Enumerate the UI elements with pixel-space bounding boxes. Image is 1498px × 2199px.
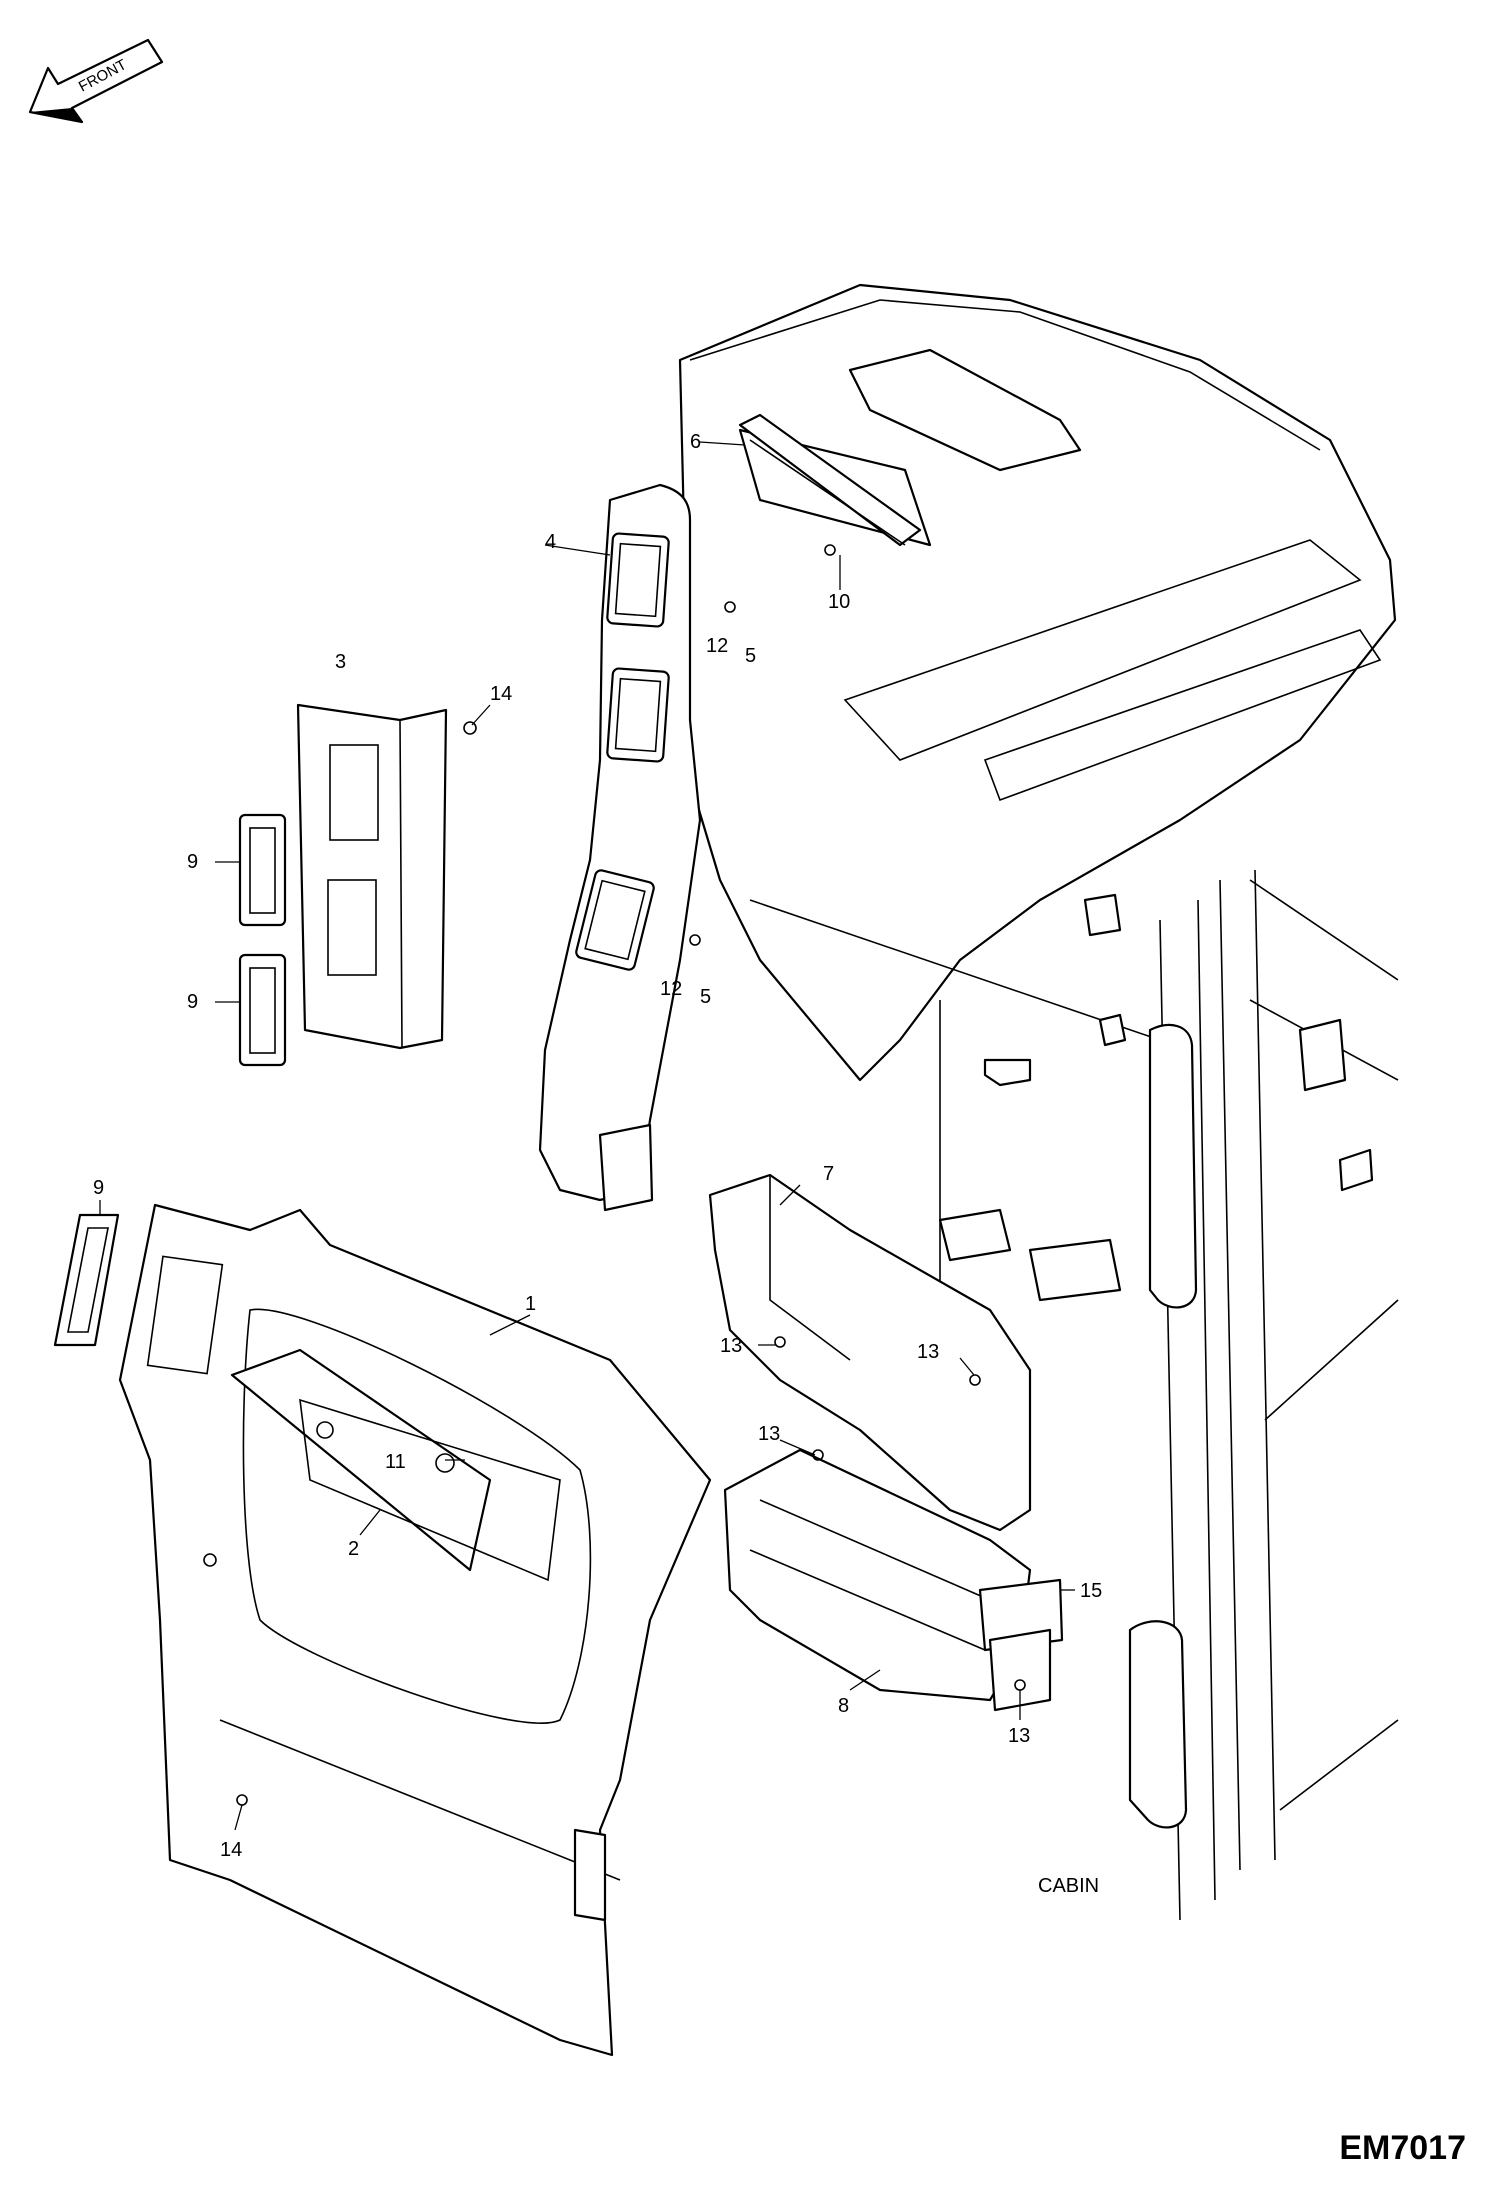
callout-9a: 9 [187, 851, 198, 873]
callout-12a: 12 [706, 635, 728, 657]
callout-4: 4 [545, 531, 556, 553]
callout-14a: 14 [490, 683, 512, 705]
callout-2: 2 [348, 1538, 359, 1560]
callout-13c: 13 [758, 1423, 780, 1445]
part-9-vents [53, 813, 287, 1347]
cabin-label: CABIN [1038, 1875, 1099, 1897]
callout-11: 11 [385, 1451, 406, 1473]
part-4-duct [538, 483, 702, 1212]
callout-labels: 1 2 3 4 5 5 6 7 8 9 9 9 10 11 12 12 13 1… [93, 431, 1102, 1897]
part-6-bracket [738, 413, 922, 547]
callout-15: 15 [1080, 1580, 1102, 1602]
part-3-panel [296, 703, 448, 1050]
part-7-duct [708, 1173, 1032, 1532]
callout-9b: 9 [187, 991, 198, 1013]
callout-13d: 13 [1008, 1725, 1030, 1747]
callout-8: 8 [838, 1695, 849, 1717]
front-arrow-icon: FRONT [28, 38, 164, 124]
drawing-code: EM7017 [1339, 2129, 1466, 2167]
callout-1: 1 [525, 1293, 536, 1315]
callout-10: 10 [828, 591, 850, 613]
part-8-heater [723, 1448, 1064, 1712]
callout-13a: 13 [720, 1335, 742, 1357]
callout-3: 3 [335, 651, 346, 673]
callout-5a: 5 [745, 645, 756, 667]
callout-6: 6 [690, 431, 701, 453]
callout-9c: 9 [93, 1177, 104, 1199]
callout-13b: 13 [917, 1341, 939, 1363]
callout-14b: 14 [220, 1839, 242, 1861]
callout-7: 7 [823, 1163, 834, 1185]
part-1-panel [118, 1203, 712, 2057]
leader-lines [99, 441, 1075, 1831]
callout-12b: 12 [660, 978, 682, 1000]
callout-5b: 5 [700, 986, 711, 1008]
